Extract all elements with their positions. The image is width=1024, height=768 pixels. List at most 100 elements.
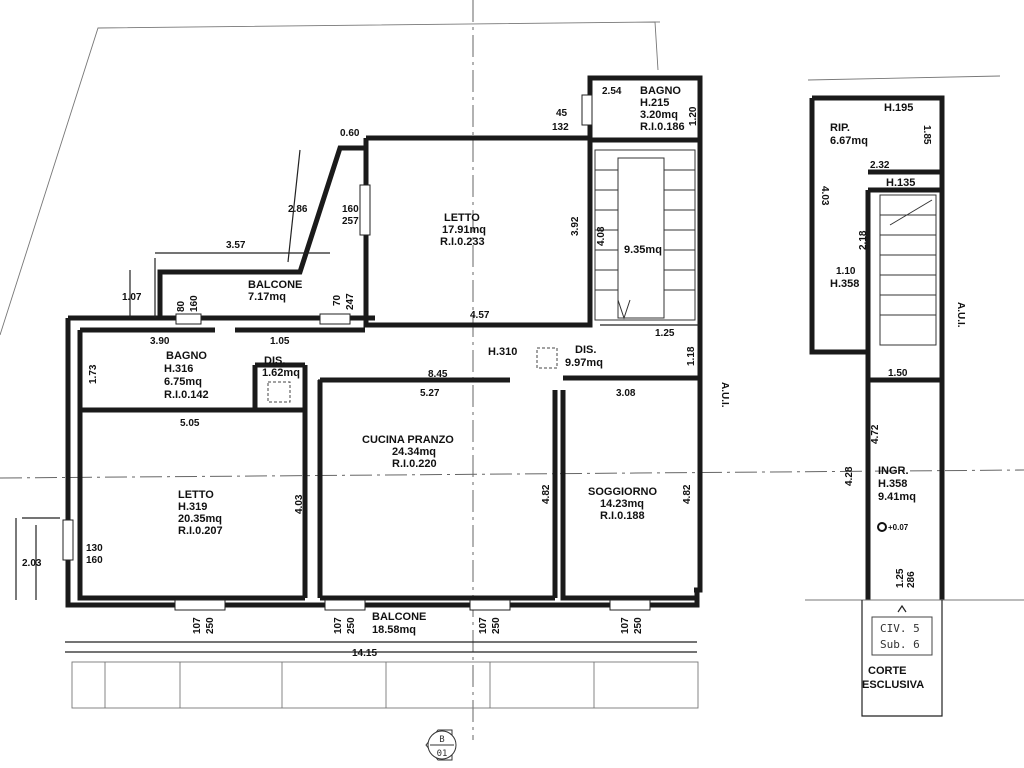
dim-label: 250 xyxy=(491,617,502,634)
balcony-bottom-outline xyxy=(15,517,697,643)
room-name: BALCONE xyxy=(372,611,426,623)
dim-label: 107 xyxy=(192,617,203,634)
room-name: BAGNO xyxy=(640,85,681,97)
dim-label: 1.05 xyxy=(270,336,290,347)
windows xyxy=(62,94,651,611)
height-center: H.310 xyxy=(488,346,517,358)
dim-label: 8.45 xyxy=(428,369,448,380)
entrance-block xyxy=(805,75,1024,717)
dim-label: 2.86 xyxy=(288,204,308,215)
room-letto-bottom: LETTO H.319 20.35mq R.I.0.207 xyxy=(178,489,223,537)
room-name: DIS. xyxy=(264,355,285,367)
section-letter: B xyxy=(439,735,444,745)
dim-label: 1.25 xyxy=(655,328,675,339)
dim-label: 247 xyxy=(345,293,356,310)
dim-label: 107 xyxy=(620,617,631,634)
room-name: LETTO xyxy=(178,489,214,501)
room-name: DIS. xyxy=(575,344,596,356)
room-area: 24.34mq xyxy=(392,446,436,458)
dim-label: 14.15 xyxy=(352,648,377,659)
corte-label-line2: ESCLUSIVA xyxy=(862,679,924,691)
sub-number: Sub. 6 xyxy=(880,638,920,651)
room-rip: RIP. 6.67mq xyxy=(830,122,868,147)
dim-label: 70 xyxy=(332,294,343,306)
room-cucina: CUCINA PRANZO 24.34mq R.I.0.220 xyxy=(362,434,454,470)
room-height: H.358 xyxy=(878,478,907,490)
room-name: RIP. xyxy=(830,122,850,134)
room-name: BAGNO xyxy=(166,350,207,362)
dim-label: 160 xyxy=(86,555,103,566)
room-name: INGR. xyxy=(878,465,909,477)
dim-label: 45 xyxy=(556,108,568,119)
room-name: SOGGIORNO xyxy=(588,486,658,498)
dim-label: 4.82 xyxy=(682,484,693,504)
room-ri: R.I.0.207 xyxy=(178,525,223,537)
dis-marker-small xyxy=(267,381,291,403)
dim-label: 2.03 xyxy=(22,558,42,569)
section-number: 01 xyxy=(437,749,448,759)
dim-label: 4.03 xyxy=(819,186,830,206)
dim-label: 2.32 xyxy=(870,160,890,171)
dim-label: 2.18 xyxy=(858,230,869,250)
room-ri: R.I.0.186 xyxy=(640,121,685,133)
dim-label: 80 xyxy=(176,300,187,312)
dim-label: 1.73 xyxy=(88,364,99,384)
corte-label-line1: CORTE xyxy=(868,665,907,677)
room-ri: R.I.0.142 xyxy=(164,389,209,401)
dim-label: 1.10 xyxy=(836,266,856,277)
dim-label: 1.50 xyxy=(888,368,908,379)
dim-label: 0.60 xyxy=(340,128,360,139)
dim-label: 250 xyxy=(346,617,357,634)
room-area: 9.41mq xyxy=(878,491,916,503)
room-letto-top: LETTO 17.91mq R.I.0.233 xyxy=(440,212,486,248)
dim-label: 1.85 xyxy=(921,125,932,145)
room-dis-center: DIS. 9.97mq xyxy=(565,344,603,369)
dim-label: 1.20 xyxy=(688,106,699,126)
room-ri: R.I.0.233 xyxy=(440,236,485,248)
civ-number: CIV. 5 xyxy=(880,622,920,635)
room-height: H.319 xyxy=(178,501,207,513)
dim-label: 3.57 xyxy=(226,240,246,251)
room-area: 14.23mq xyxy=(600,498,644,510)
room-ri: R.I.0.188 xyxy=(600,510,645,522)
room-height: H.316 xyxy=(164,363,193,375)
room-name: CUCINA PRANZO xyxy=(362,434,454,446)
dim-label: 4.03 xyxy=(294,494,305,514)
room-balcone-top: BALCONE 7.17mq xyxy=(248,279,302,303)
main-staircase xyxy=(594,149,696,321)
dim-label: 132 xyxy=(552,122,569,133)
room-area: 6.75mq xyxy=(164,376,202,388)
section-mark: B 01 xyxy=(425,729,457,761)
room-height: H.215 xyxy=(640,97,669,109)
level-mark-icon xyxy=(877,522,887,532)
room-name: BALCONE xyxy=(248,279,302,291)
dim-label: 160 xyxy=(342,204,359,215)
height-135: H.135 xyxy=(886,177,915,189)
aui-label-left: A.U.I. xyxy=(719,382,730,408)
dim-label: 4.82 xyxy=(541,484,552,504)
room-area: 20.35mq xyxy=(178,513,222,525)
room-ri: R.I.0.220 xyxy=(392,458,437,470)
dim-label: 2.54 xyxy=(602,86,622,97)
dis-marker-center xyxy=(536,347,558,369)
room-area: 17.91mq xyxy=(442,224,486,236)
dim-label: 160 xyxy=(189,295,200,312)
room-dis-small: DIS. 1.62mq xyxy=(262,355,300,379)
aui-label-right: A.U.I. xyxy=(955,302,966,328)
dim-label: 3.08 xyxy=(616,388,636,399)
dim-label: 4.72 xyxy=(870,424,881,444)
civ-box xyxy=(871,616,933,656)
room-area: 3.20mq xyxy=(640,109,678,121)
dim-label: 107 xyxy=(478,617,489,634)
dim-label: 250 xyxy=(633,617,644,634)
room-bagno-top: BAGNO H.215 3.20mq R.I.0.186 xyxy=(640,85,685,133)
dim-label: 5.05 xyxy=(180,418,200,429)
dim-label: 257 xyxy=(342,216,359,227)
level-mark: +0.07 xyxy=(888,523,909,532)
dim-label: 4.08 xyxy=(596,226,607,246)
room-bagno-left: BAGNO H.316 6.75mq R.I.0.142 xyxy=(164,350,209,401)
dim-label: 1.25 xyxy=(895,568,906,588)
apartment-walls xyxy=(65,75,703,608)
dim-label: 107 xyxy=(333,617,344,634)
